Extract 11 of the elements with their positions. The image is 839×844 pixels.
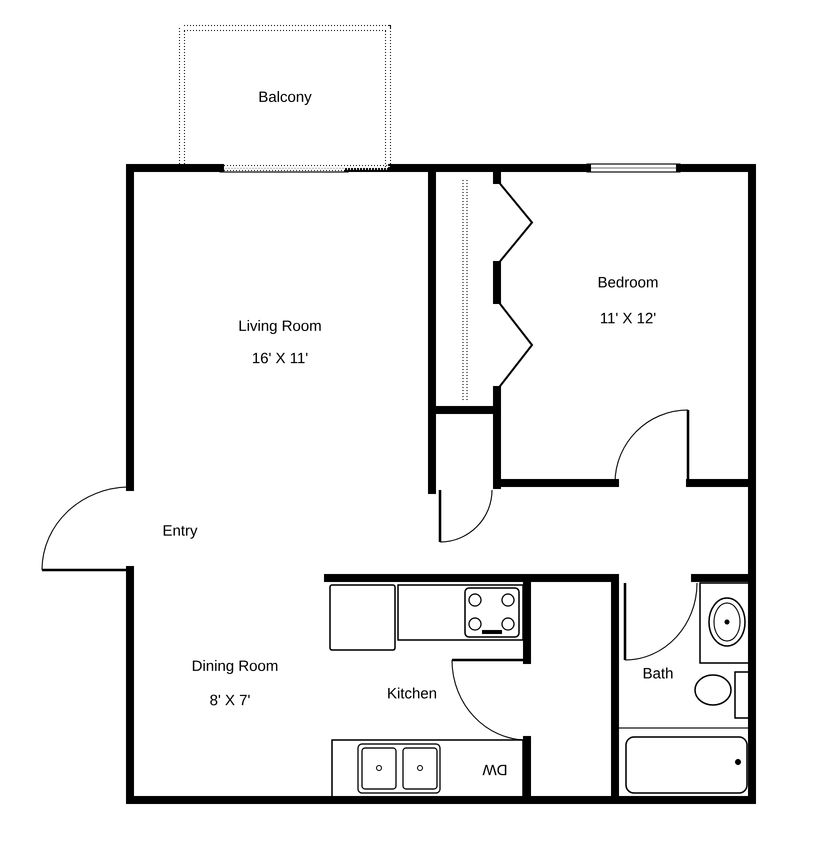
- room-label: Dining Room: [192, 660, 278, 674]
- room-label: Entry: [164, 525, 198, 539]
- room-label: Bath: [644, 668, 672, 678]
- room-dimensions: 16' X 11': [252, 352, 308, 364]
- room-label: Bedroom: [598, 276, 658, 288]
- appliance-label: DW: [482, 764, 506, 776]
- room-label: Kitchen: [388, 688, 436, 698]
- room-dimensions: 8' X 7': [210, 694, 250, 706]
- balcony-outline: Balcony: [179, 25, 391, 171]
- room-dimensions: 11' X 12': [601, 312, 656, 324]
- room-label: Living Room: [240, 320, 321, 334]
